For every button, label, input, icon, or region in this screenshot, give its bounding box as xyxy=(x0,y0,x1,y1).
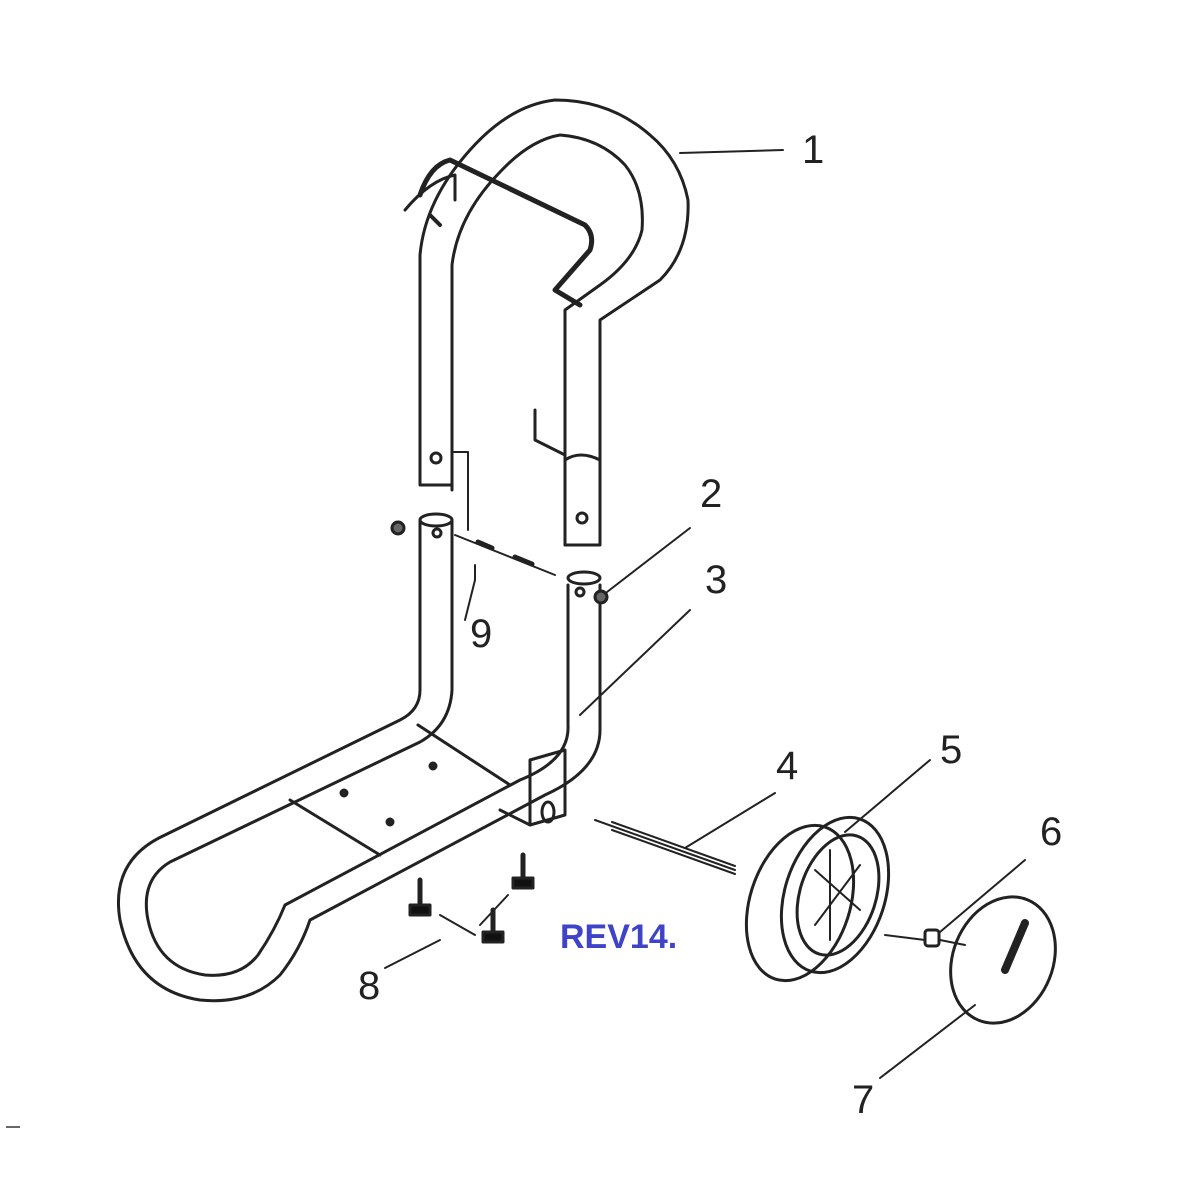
bolt-and-nuts xyxy=(390,451,609,605)
hubcap-part xyxy=(884,895,1057,1025)
callout-3: 3 xyxy=(705,558,728,602)
callout-7: 7 xyxy=(852,1078,875,1122)
callout-6: 6 xyxy=(1040,810,1063,854)
callout-4: 4 xyxy=(776,744,799,788)
callout-8: 8 xyxy=(358,964,381,1008)
edge-mark xyxy=(6,1126,20,1128)
feet-part xyxy=(408,852,535,944)
callout-5: 5 xyxy=(940,728,963,772)
callout-1: 1 xyxy=(802,128,825,172)
axle-part xyxy=(594,819,736,875)
revision-label: REV14. xyxy=(560,918,678,956)
leader-lines xyxy=(384,149,1026,1079)
callout-9: 9 xyxy=(470,612,493,656)
callout-2: 2 xyxy=(700,472,723,516)
wheel-part xyxy=(744,815,891,983)
base-frame-part xyxy=(117,512,602,1003)
handle-part xyxy=(403,98,690,547)
